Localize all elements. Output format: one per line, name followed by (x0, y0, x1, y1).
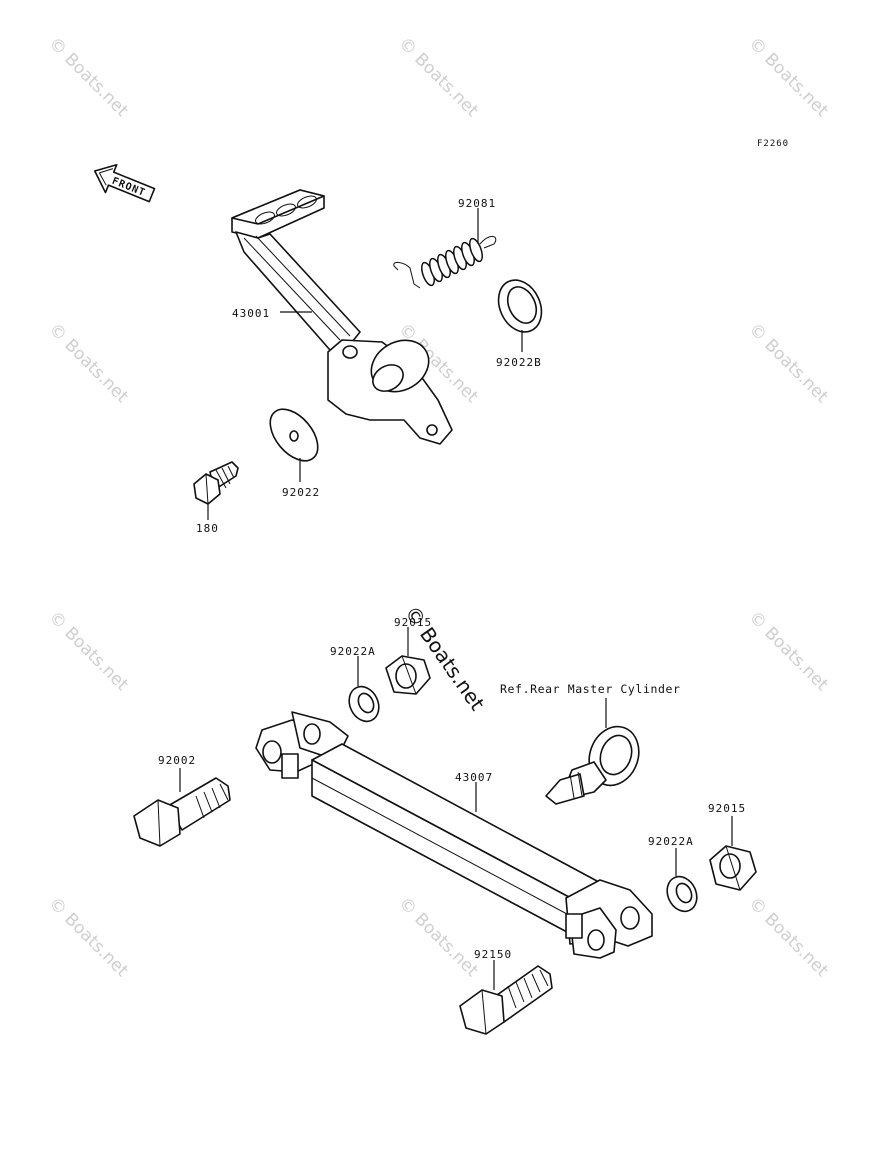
washer-92022B[interactable] (490, 273, 549, 339)
watermark: © Boats.net (744, 893, 832, 981)
bolt-180[interactable] (193, 461, 239, 505)
rear-master-cylinder-ref (545, 725, 640, 805)
label-92022B: 92022B (496, 356, 542, 369)
figure-code: F2260 (757, 139, 789, 149)
washer-92022[interactable] (261, 400, 327, 469)
label-43001: 43001 (232, 307, 270, 320)
label-92022A-top: 92022A (330, 645, 376, 658)
label-92002: 92002 (158, 754, 196, 767)
watermark: © Boats.net (394, 33, 482, 121)
label-92015-top: 92015 (394, 616, 432, 629)
washer-92022A-right[interactable] (662, 872, 703, 916)
watermark: © Boats.net (744, 33, 832, 121)
watermark: © Boats.net (44, 893, 132, 981)
brake-pedal-43001[interactable] (231, 189, 453, 445)
bolt-92150[interactable] (459, 965, 553, 1035)
watermark: © Boats.net (394, 893, 482, 981)
nut-92015-top[interactable] (385, 655, 431, 695)
label-92015-right: 92015 (708, 802, 746, 815)
watermark: © Boats.net (744, 607, 832, 695)
washer-92022A-top[interactable] (344, 682, 385, 726)
label-92022A-right: 92022A (648, 835, 694, 848)
watermark: © Boats.net (44, 607, 132, 695)
watermark: © Boats.net (744, 319, 832, 407)
front-arrow-icon: FRONT (93, 163, 156, 203)
label-43007: 43007 (455, 771, 493, 784)
label-92022: 92022 (282, 486, 320, 499)
nut-92015-right[interactable] (709, 845, 757, 891)
label-92150: 92150 (474, 948, 512, 961)
brake-rod-43007[interactable] (255, 711, 653, 959)
watermark: © Boats.net (44, 33, 132, 121)
watermark: © Boats.net (44, 319, 132, 407)
label-180: 180 (196, 522, 219, 535)
bolt-92002[interactable] (133, 777, 231, 847)
label-92081: 92081 (458, 197, 496, 210)
ref-rear-master-cylinder: Ref.Rear Master Cylinder (500, 682, 681, 696)
return-spring-92081[interactable] (393, 236, 497, 289)
